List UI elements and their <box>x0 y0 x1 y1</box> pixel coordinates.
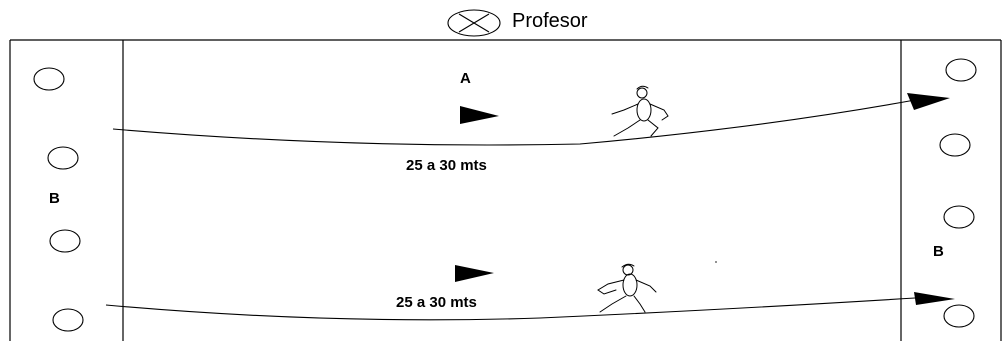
cone-icon <box>33 67 65 91</box>
field-outline <box>9 39 1002 341</box>
cone-icon <box>47 146 79 170</box>
cone-icon <box>943 304 975 328</box>
field-mark-dot <box>715 261 717 263</box>
lane-2-end-arrow-icon <box>914 292 955 305</box>
teacher-label: Profesor <box>512 10 588 32</box>
group-b-left-label: B <box>49 190 60 207</box>
direction-arrow-icon <box>460 106 499 124</box>
runner-figure-icon <box>597 263 657 313</box>
cone-icon <box>939 133 971 157</box>
cone-icon <box>945 58 977 82</box>
cone-icon <box>52 308 84 332</box>
lane-1-end-arrow-icon <box>907 93 950 110</box>
lane-1-path <box>112 99 916 146</box>
lane-1-distance-label: 25 a 30 mts <box>406 157 487 174</box>
left-cones <box>33 67 84 332</box>
teacher-x-circle-icon <box>447 9 501 37</box>
direction-arrow-icon <box>455 265 494 282</box>
cone-icon <box>943 205 975 229</box>
runner-figure-icon <box>611 85 669 137</box>
group-a-label: A <box>460 70 471 87</box>
cone-icon <box>49 229 81 253</box>
lane-2-path <box>105 297 916 321</box>
lane-2-distance-label: 25 a 30 mts <box>396 294 477 311</box>
right-cones <box>939 58 977 328</box>
group-b-right-label: B <box>933 243 944 260</box>
